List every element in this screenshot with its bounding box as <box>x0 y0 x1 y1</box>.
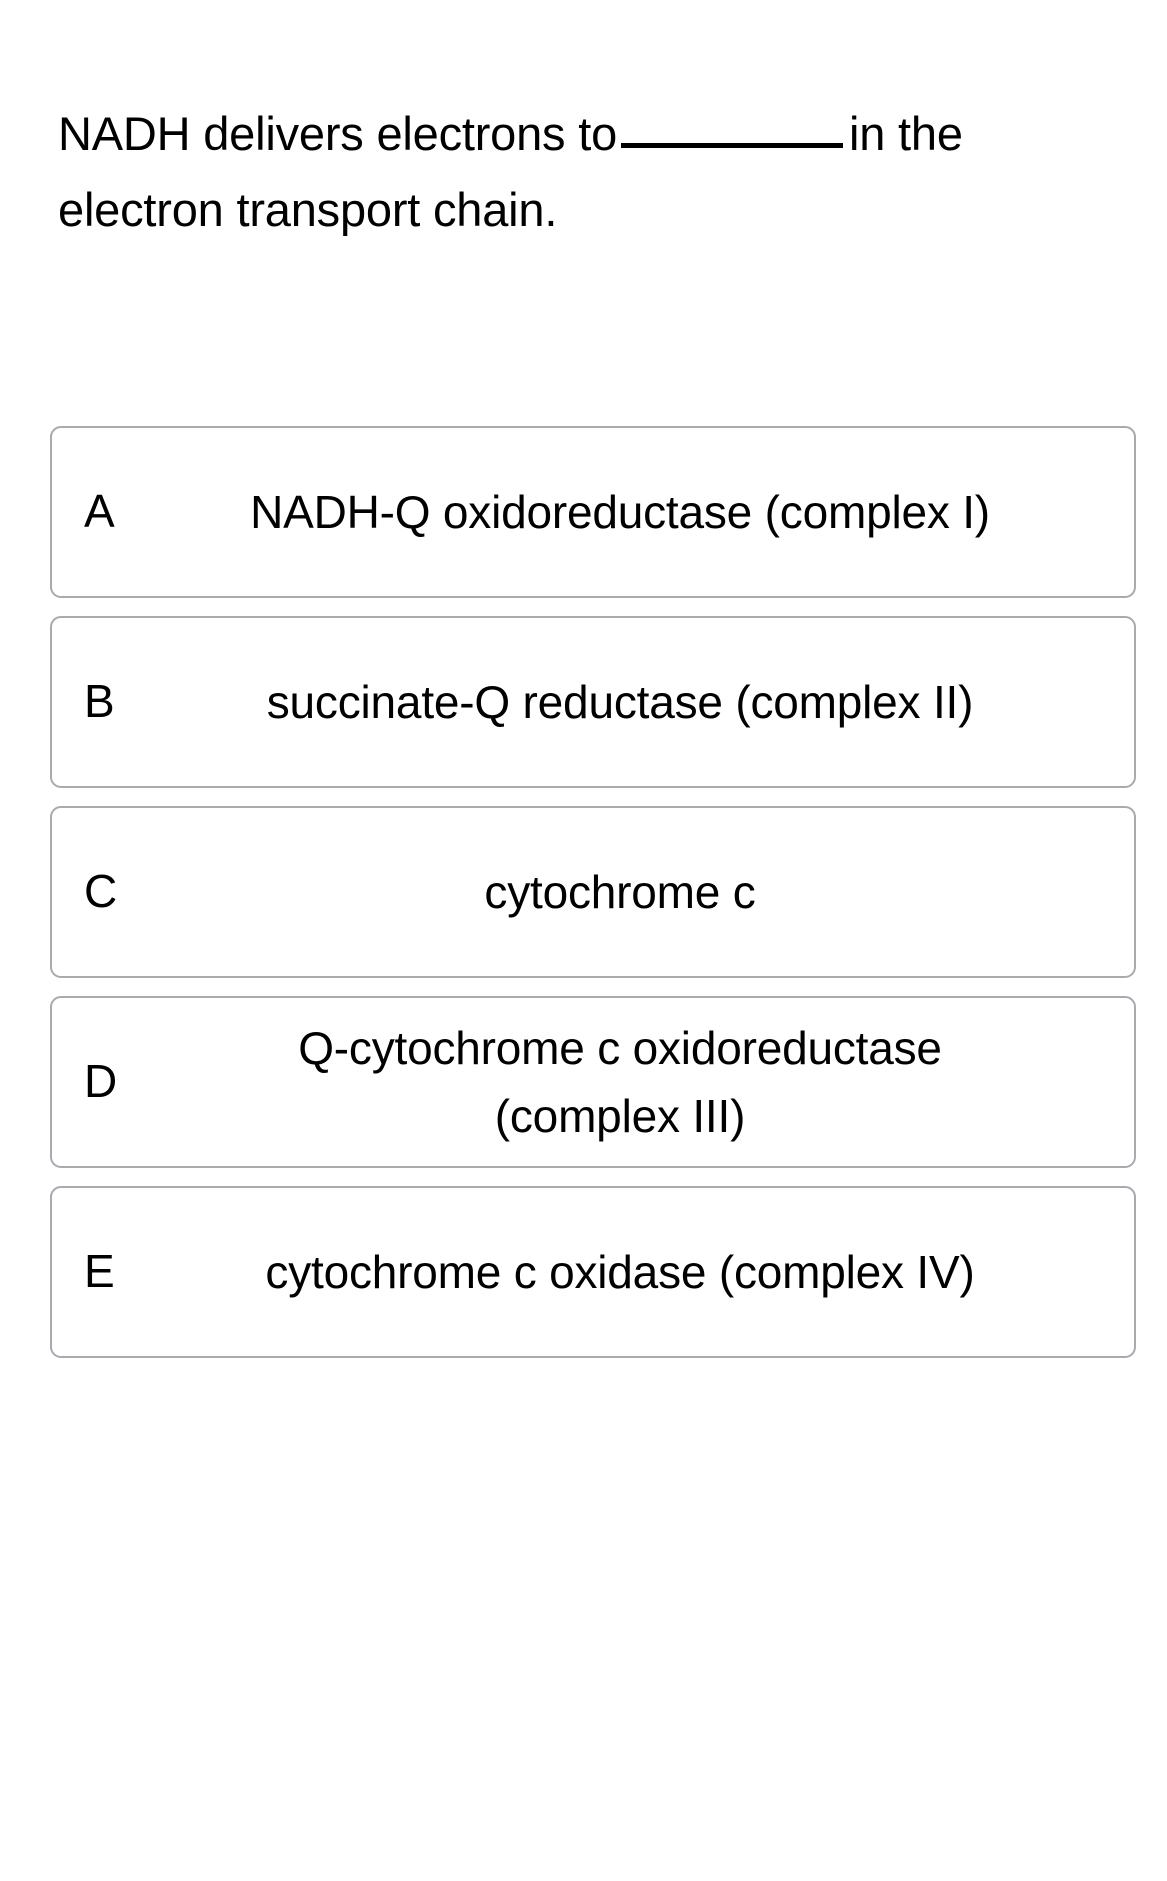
answer-option-a[interactable]: A NADH-Q oxidoreductase (complex I) <box>50 426 1136 598</box>
option-text-d-line2: (complex III) <box>494 1090 746 1142</box>
option-letter-a: A <box>84 485 115 538</box>
option-text-d-line1: Q-cytochrome c oxidoreductase <box>298 1021 942 1074</box>
option-letter-e: E <box>84 1245 115 1298</box>
option-text-a-line1: NADH-Q oxidoreductase (complex I) <box>250 485 990 538</box>
option-letter-b: B <box>84 675 115 728</box>
answer-option-c[interactable]: C cytochrome c <box>50 806 1136 978</box>
option-letter-c: C <box>84 865 118 918</box>
answer-option-e[interactable]: E cytochrome c oxidase (complex IV) <box>50 1186 1136 1358</box>
option-letter-d: D <box>84 1055 118 1108</box>
answer-option-b[interactable]: B succinate-Q reductase (complex II) <box>50 616 1136 788</box>
option-text-c: cytochrome c <box>138 858 1134 926</box>
option-text-e: cytochrome c oxidase (complex IV) <box>138 1238 1134 1306</box>
option-text-c-line1: cytochrome c <box>484 865 756 918</box>
option-text-a: NADH-Q oxidoreductase (complex I) <box>138 478 1134 546</box>
answer-blank <box>621 105 844 148</box>
option-text-b-line1: succinate-Q reductase (complex II) <box>266 675 974 728</box>
option-text-d: Q-cytochrome c oxidoreductase (complex I… <box>138 1014 1134 1150</box>
question-text-after-blank: in the electron transport chain. <box>58 107 963 237</box>
option-text-b: succinate-Q reductase (complex II) <box>138 668 1134 736</box>
answer-options-list: A NADH-Q oxidoreductase (complex I) B su… <box>50 426 1136 1358</box>
answer-option-d[interactable]: D Q-cytochrome c oxidoreductase (complex… <box>50 996 1136 1168</box>
option-text-e-line1: cytochrome c oxidase (complex IV) <box>265 1245 975 1298</box>
question-text-before-blank: NADH delivers electrons to <box>58 107 618 160</box>
